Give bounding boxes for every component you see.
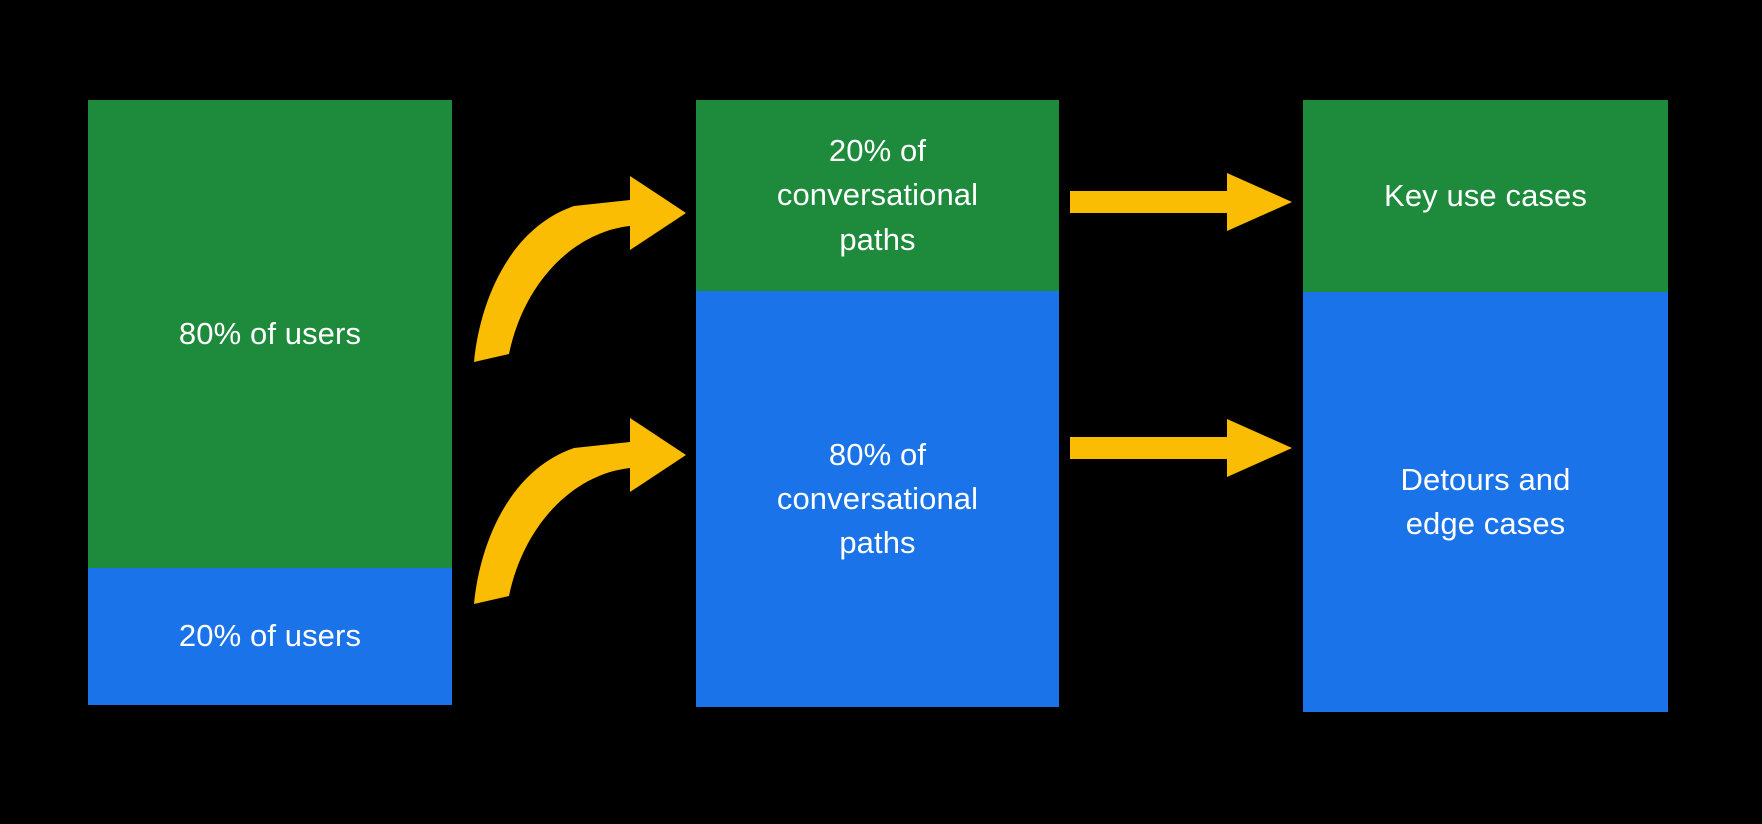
segment-label: 20% of users bbox=[178, 618, 362, 654]
segment-label: 20% of conversational paths bbox=[776, 133, 979, 257]
segment-label: 80% of users bbox=[178, 315, 362, 351]
segment-cases-blue: Detours and edge cases bbox=[1303, 292, 1668, 712]
segment-users-blue: 20% of users bbox=[88, 568, 452, 705]
segment-label: Detours and edge cases bbox=[1400, 461, 1571, 541]
straight-arrow-icon-top bbox=[1070, 173, 1292, 231]
column-use-cases: Key use cases Detours and edge cases bbox=[1303, 100, 1668, 712]
column-conversational-paths: 20% of conversational paths 80% of conve… bbox=[696, 100, 1059, 707]
segment-paths-blue: 80% of conversational paths bbox=[696, 291, 1059, 707]
curved-arrow-icon-bottom bbox=[474, 418, 686, 604]
curved-arrow-icon-top bbox=[474, 176, 686, 362]
segment-users-green: 80% of users bbox=[88, 100, 452, 568]
straight-arrow-icon-bottom bbox=[1070, 419, 1292, 477]
segment-label: 80% of conversational paths bbox=[776, 436, 979, 560]
column-users: 80% of users 20% of users bbox=[88, 100, 452, 705]
segment-paths-green: 20% of conversational paths bbox=[696, 100, 1059, 291]
segment-label: Key use cases bbox=[1384, 177, 1587, 213]
segment-cases-green: Key use cases bbox=[1303, 100, 1668, 292]
